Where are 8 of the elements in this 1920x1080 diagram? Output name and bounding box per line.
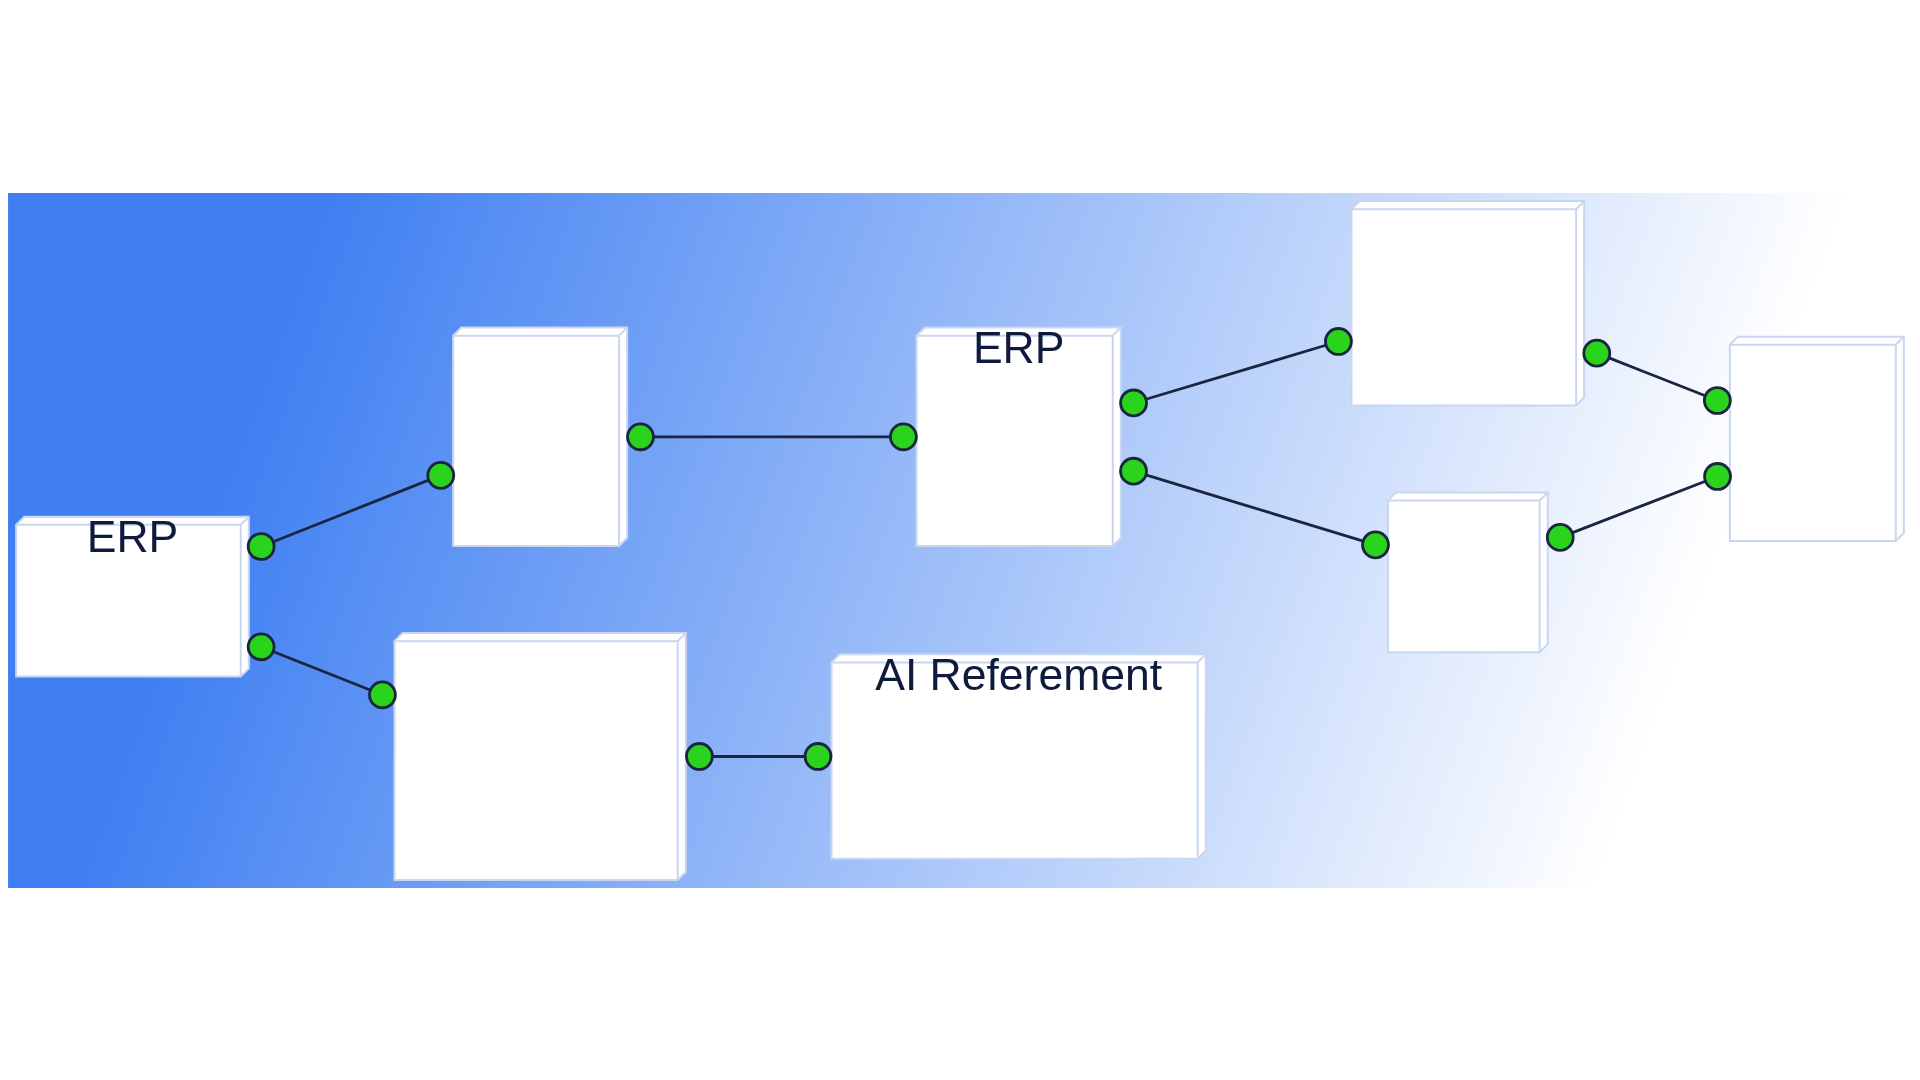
connector bbox=[626, 421, 918, 451]
connector bbox=[1119, 456, 1390, 559]
connector bbox=[246, 631, 397, 709]
connector bbox=[1545, 461, 1732, 552]
connector bbox=[246, 460, 456, 561]
connector bbox=[685, 741, 833, 771]
connector bbox=[1119, 326, 1353, 417]
connector bbox=[1582, 338, 1732, 415]
